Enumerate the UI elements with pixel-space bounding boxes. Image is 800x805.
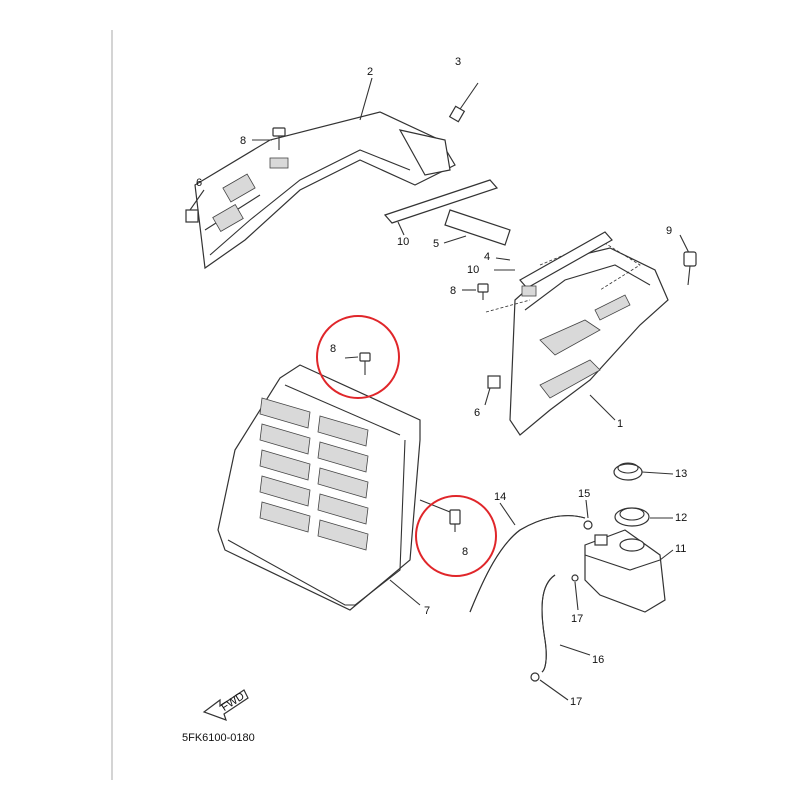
- part-8-bolt-mid: [477, 283, 489, 300]
- part-6-clip-nut-left: [185, 209, 199, 223]
- callout-8-upper-left: 8: [240, 135, 246, 147]
- callout-3: 3: [455, 56, 461, 68]
- callout-6-right: 6: [474, 407, 480, 419]
- callout-5: 5: [433, 238, 439, 250]
- callout-13: 13: [675, 468, 687, 480]
- grille-cell: [259, 449, 311, 481]
- callout-12: 12: [675, 512, 687, 524]
- callout-8-highlight-top: 8: [330, 343, 336, 355]
- highlight-ring-top: [316, 315, 400, 399]
- part-15-clamp: [583, 520, 593, 530]
- part-5-pad: [444, 209, 511, 246]
- grille-cell: [317, 519, 369, 551]
- part-1-right-shroud: [509, 231, 669, 436]
- part-17-clamp-lower: [530, 672, 540, 682]
- part-2-upper-shroud: [194, 111, 456, 270]
- callout-9: 9: [666, 225, 672, 237]
- grille-cell: [317, 441, 369, 473]
- grille-cell: [317, 493, 369, 525]
- part-8-bolt-upper-left: [272, 127, 286, 150]
- part-3-bolt: [448, 82, 479, 123]
- part-7-radiator-grille: [217, 364, 421, 611]
- part-8-bolt-side: [419, 499, 461, 532]
- callout-4: 4: [484, 251, 490, 263]
- grille-cell: [259, 397, 311, 429]
- callout-15: 15: [578, 488, 590, 500]
- callout-16: 16: [592, 654, 604, 666]
- diagram-code: 5FK6100-0180: [182, 732, 255, 744]
- callout-7: 7: [424, 605, 430, 617]
- fwd-arrow-icon: FWD: [202, 689, 249, 721]
- callout-14: 14: [494, 491, 506, 503]
- highlight-ring-side: [415, 495, 497, 577]
- callout-10-lower: 10: [467, 264, 479, 276]
- leader-lines: [189, 77, 674, 701]
- grille-cell: [259, 475, 311, 507]
- part-17-clamp-upper: [571, 574, 579, 582]
- grille-cell: [317, 415, 369, 447]
- part-6-clip-nut-right: [487, 375, 501, 389]
- grille-cells: [259, 397, 369, 551]
- callout-6-left: 6: [196, 177, 202, 189]
- part-11-reservoir-tank: [584, 529, 666, 613]
- grille-cell: [317, 467, 369, 499]
- part-12-collar: [614, 507, 650, 527]
- part-10-strip-upper: [383, 179, 499, 224]
- part-14-hose: [469, 515, 586, 613]
- callout-11: 11: [675, 543, 686, 555]
- callout-1: 1: [617, 418, 623, 430]
- callout-8-highlight-side: 8: [462, 546, 468, 558]
- callout-8-mid: 8: [450, 285, 456, 297]
- part-16-hose: [541, 574, 556, 673]
- part-9-bolt: [679, 234, 697, 286]
- callout-17-lower: 17: [570, 696, 582, 708]
- part-8-bolt-top: [344, 352, 371, 375]
- grille-cell: [259, 423, 311, 455]
- grille-cell: [259, 501, 311, 533]
- callout-10-upper: 10: [397, 236, 409, 248]
- callout-17-upper: 17: [571, 613, 583, 625]
- callout-2: 2: [367, 66, 373, 78]
